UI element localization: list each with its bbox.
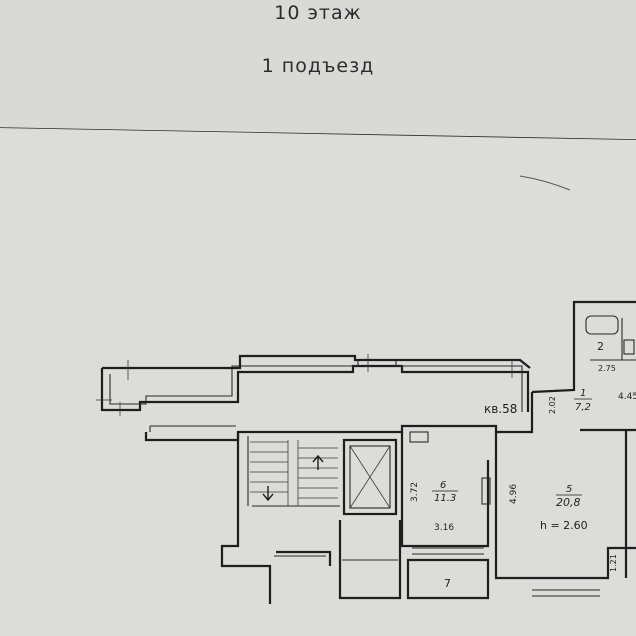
room6-door [481,477,491,505]
stairwell-left-wall [220,432,272,604]
dim-1-21: 1.21 [609,554,618,572]
floor-title: 10 этаж [274,2,362,24]
pen-mark [519,175,571,191]
elevator-car [349,445,391,509]
dim-4-96: 4.96 [509,484,519,504]
dim-3-72: 3.72 [410,482,420,502]
sink [623,339,635,355]
apartment-upper-wall [531,300,636,394]
stair-down-arrow [262,486,274,502]
apartment-left-wall [494,392,636,580]
room6-area: 11.3 [434,493,456,504]
dim-4-45: 4.45 [618,392,636,402]
lower-sheet [0,128,636,636]
dim-3-16: 3.16 [434,523,454,533]
room7-number: 7 [444,577,451,590]
corridor-wall-inner [149,425,236,432]
elevator-shaft [342,438,398,516]
ceiling-height: h = 2.60 [540,519,588,532]
room5-area: 20,8 [556,496,581,509]
room6-window [412,547,484,555]
apartment-label: кв.58 [484,402,517,416]
room5-window [532,589,600,597]
loggia-top-wall [102,354,531,370]
stair-core [247,436,340,507]
room1-number: 1 [580,388,586,399]
room7-walls [406,558,490,600]
stair-steps-left [250,440,289,506]
stair-up-arrow [312,454,324,470]
dim-2-02: 2.02 [548,396,557,414]
bathroom-walls [590,318,636,361]
entrance-title: 1 подъезд [261,55,375,77]
room5-number: 5 [566,484,572,495]
loggia-outer-wall [100,364,530,412]
lower-lift-hall [338,520,402,600]
room1-area: 7,2 [575,402,591,413]
room6-vent [409,431,429,443]
room2-number: 2 [597,340,604,353]
loggia-inner-wall [109,359,523,412]
dim-2-75: 2.75 [598,364,616,373]
bathtub [585,315,619,335]
elevator-cross [349,445,391,509]
corridor-wall [144,424,498,442]
landing-wall [276,550,332,566]
loggia-ticks [96,354,513,416]
room6-walls [400,432,490,548]
room6-number: 6 [440,480,446,491]
